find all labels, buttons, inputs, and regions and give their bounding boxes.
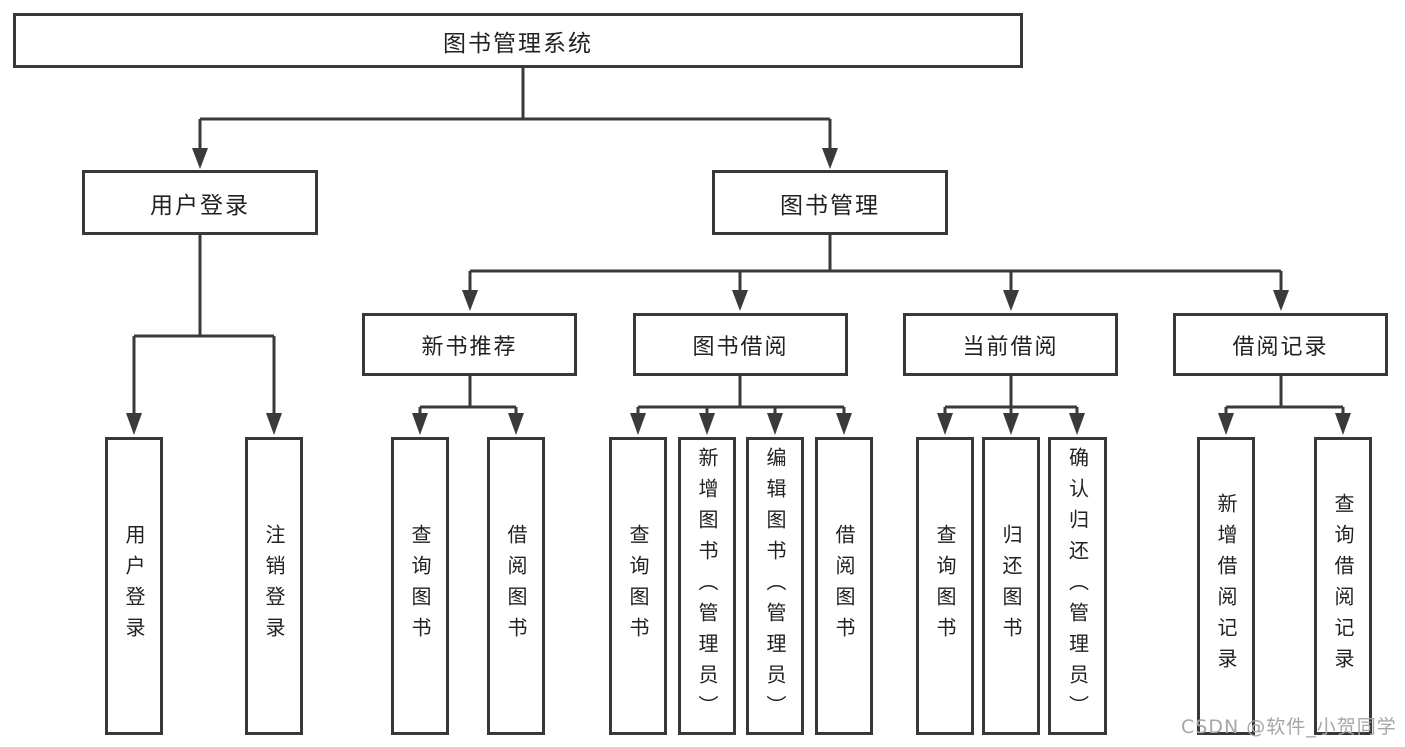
leaf-query-books-recommend-label: 查询图书	[408, 524, 432, 648]
leaf-confirm-return-admin: 确认归还（管理员）	[1048, 437, 1107, 735]
leaf-borrow-books-label: 借阅图书	[832, 524, 856, 648]
leaf-query-books-borrowing-label: 查询图书	[626, 524, 650, 648]
node-root: 图书管理系统	[13, 13, 1023, 68]
leaf-query-books-current: 查询图书	[916, 437, 974, 735]
group-book-borrowing: 图书借阅	[633, 313, 848, 376]
connector-records-to-leaves	[1218, 376, 1351, 435]
leaf-query-books-current-label: 查询图书	[933, 524, 957, 648]
leaf-borrow-books-recommend: 借阅图书	[487, 437, 545, 735]
leaf-add-books-admin: 新增图书（管理员）	[678, 437, 736, 735]
leaf-query-borrow-record: 查询借阅记录	[1314, 437, 1372, 735]
leaf-query-books-borrowing: 查询图书	[609, 437, 667, 735]
leaf-add-borrow-record: 新增借阅记录	[1197, 437, 1255, 735]
leaf-user-login: 用户登录	[105, 437, 163, 735]
leaf-query-borrow-record-label: 查询借阅记录	[1331, 493, 1355, 679]
leaf-add-books-admin-label: 新增图书（管理员）	[695, 446, 719, 726]
leaf-edit-books-admin-label: 编辑图书（管理员）	[763, 446, 787, 726]
branch-user-login: 用户登录	[82, 170, 318, 235]
leaf-return-books-label: 归还图书	[999, 524, 1023, 648]
connector-bookmgmt-to-level3	[462, 235, 1289, 311]
leaf-return-books: 归还图书	[982, 437, 1040, 735]
leaf-borrow-books-recommend-label: 借阅图书	[504, 524, 528, 648]
leaf-logout-label: 注销登录	[262, 524, 286, 648]
leaf-borrow-books: 借阅图书	[815, 437, 873, 735]
group-borrowing-records: 借阅记录	[1173, 313, 1388, 376]
leaf-user-login-label: 用户登录	[122, 524, 146, 648]
watermark: CSDN @软件_小贺同学	[1181, 716, 1397, 738]
connector-recommend-to-leaves	[412, 376, 524, 435]
leaf-add-borrow-record-label: 新增借阅记录	[1214, 493, 1238, 679]
connector-login-to-leaves	[126, 235, 282, 435]
leaf-confirm-return-admin-label: 确认归还（管理员）	[1065, 446, 1090, 726]
connector-root-to-level2	[192, 68, 838, 169]
connector-borrowing-to-leaves	[630, 376, 852, 435]
leaf-logout: 注销登录	[245, 437, 303, 735]
leaf-query-books-recommend: 查询图书	[391, 437, 449, 735]
group-current-borrowing: 当前借阅	[903, 313, 1118, 376]
branch-book-management: 图书管理	[712, 170, 948, 235]
leaf-edit-books-admin: 编辑图书（管理员）	[746, 437, 804, 735]
group-new-book-recommendation: 新书推荐	[362, 313, 577, 376]
connector-current-to-leaves	[937, 376, 1085, 435]
